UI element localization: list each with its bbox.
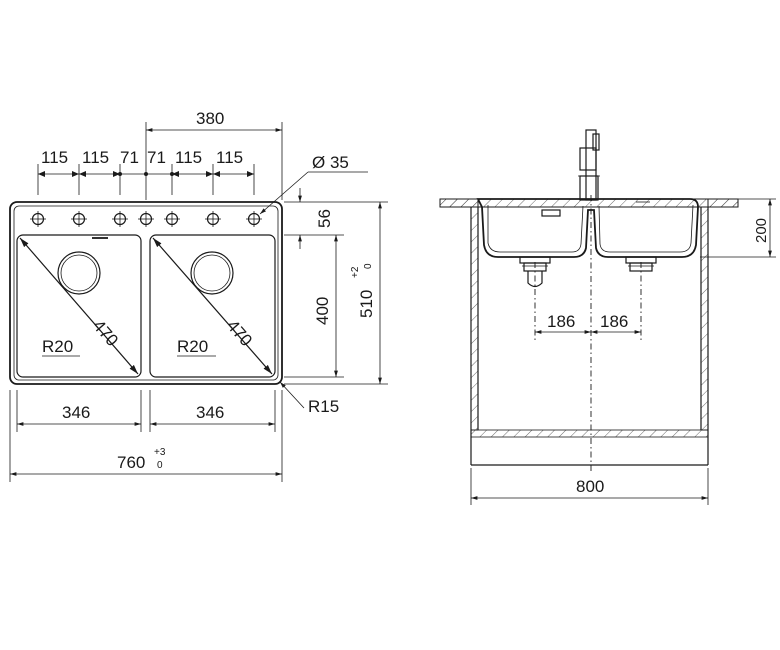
tap-span-dim: 380 bbox=[196, 109, 224, 128]
spacing-5: 115 bbox=[216, 148, 243, 167]
left-bowl bbox=[16, 234, 142, 378]
tap-hole bbox=[138, 211, 154, 227]
bowl-width-left-dim: 346 bbox=[62, 403, 90, 422]
right-drain bbox=[190, 251, 234, 295]
corner-radius-right: R20 bbox=[177, 337, 208, 356]
spacing-3: 71 bbox=[147, 148, 166, 167]
spacing-2: 71 bbox=[120, 148, 139, 167]
hole-diameter-dim: Ø 35 bbox=[312, 153, 349, 172]
deck-depth-dim: 56 bbox=[315, 209, 334, 228]
faucet bbox=[578, 129, 600, 201]
cabinet-width-dim: 800 bbox=[576, 477, 604, 496]
sink-inner-outline bbox=[13, 205, 279, 381]
overall-width-tol-minus: 0 bbox=[157, 460, 163, 471]
tap-hole bbox=[71, 211, 87, 227]
tap-hole bbox=[112, 211, 128, 227]
corner-radius-left: R20 bbox=[42, 337, 73, 356]
side-view: 186 186 200 800 bbox=[439, 129, 776, 505]
right-bowl bbox=[149, 234, 276, 378]
outer-radius-dim: R15 bbox=[308, 397, 339, 416]
diagonal-right bbox=[152, 237, 273, 375]
spacing-dims: 115 115 71 71 115 115 bbox=[37, 148, 255, 195]
diagonal-right-label: 470 bbox=[223, 316, 256, 350]
height-dim: 200 bbox=[753, 218, 770, 243]
bowl-depth-dim: 400 bbox=[313, 297, 332, 325]
cabinet bbox=[470, 206, 709, 466]
spacing-1: 115 bbox=[82, 148, 109, 167]
left-drain bbox=[57, 251, 101, 295]
left-drain-inner bbox=[60, 254, 98, 292]
spacing-4: 115 bbox=[175, 148, 202, 167]
overflow-badge bbox=[541, 209, 561, 217]
overall-depth-dim: 510 bbox=[357, 290, 376, 318]
sink-outline bbox=[9, 201, 283, 385]
right-drain-inner bbox=[193, 254, 231, 292]
tap-hole bbox=[246, 211, 262, 227]
drain-offset-right-dim: 186 bbox=[600, 312, 628, 331]
diagonal-left bbox=[19, 237, 139, 375]
drain-offset-left-dim: 186 bbox=[547, 312, 575, 331]
tap-hole bbox=[164, 211, 180, 227]
tap-hole bbox=[30, 211, 46, 227]
bowl-width-right-dim: 346 bbox=[196, 403, 224, 422]
overall-depth-tol-plus: +2 bbox=[350, 266, 361, 278]
spacing-0: 115 bbox=[41, 148, 68, 167]
top-view: 470 470 R20 R20 380 115 115 71 71 bbox=[9, 109, 388, 482]
overall-width-dim: 760 bbox=[117, 453, 145, 472]
overall-depth-tol-minus: 0 bbox=[363, 263, 374, 269]
sink-profile bbox=[476, 198, 699, 258]
diagonal-left-label: 470 bbox=[89, 316, 122, 350]
overall-width-tol-plus: +3 bbox=[154, 447, 166, 458]
tap-hole bbox=[205, 211, 221, 227]
tap-holes bbox=[30, 211, 262, 227]
